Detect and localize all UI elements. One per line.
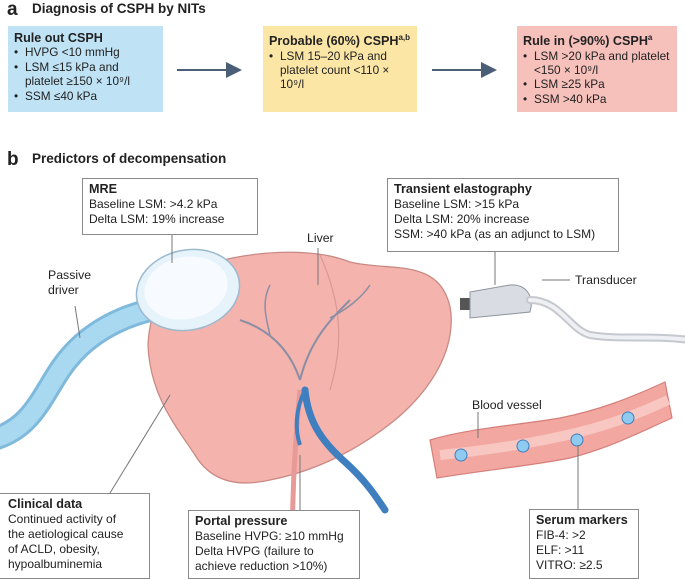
probable-title-sup: a,b	[398, 33, 411, 42]
mre-line: Baseline LSM: >4.2 kPa	[89, 197, 218, 211]
clinical-line: hypoalbuminemia	[8, 557, 103, 571]
mre-box: MRE Baseline LSM: >4.2 kPa Delta LSM: 19…	[82, 178, 258, 235]
mre-driver-paddle	[135, 248, 241, 332]
rule-in-title-sup: a	[647, 33, 653, 42]
clinical-line: of ACLD, obesity,	[8, 542, 100, 556]
transducer-label: Transducer	[575, 273, 637, 287]
clinical-line: Continued activity of	[8, 512, 117, 526]
passive-driver-label: Passive driver	[48, 268, 92, 297]
probable-bullet: LSM 15–20 kPa and platelet count <110 × …	[269, 49, 411, 92]
rule-out-title: Rule out CSPH	[14, 31, 103, 45]
portal-line: Delta HVPG (failure to	[195, 544, 314, 558]
serum-line: VITRO: ≥2.5	[536, 558, 603, 572]
leader-clinical	[109, 394, 171, 494]
serum-title: Serum markers	[536, 513, 628, 527]
te-line: SSM: >40 kPa (as an adjunct to LSM)	[394, 227, 596, 241]
serum-line: FIB-4: >2	[536, 528, 586, 542]
transient-elastography-box: Transient elastography Baseline LSM: >15…	[387, 178, 619, 252]
blood-vessel-illustration	[429, 381, 673, 479]
te-line: Delta LSM: 20% increase	[394, 212, 530, 226]
rule-out-box: Rule out CSPH HVPG <10 mmHg LSM ≤15 kPa …	[8, 26, 163, 112]
portal-line: achieve reduction >10%)	[195, 559, 328, 573]
rule-in-bullet: LSM >20 kPa and platelet <150 × 10⁹/l	[523, 49, 671, 78]
mre-line: Delta LSM: 19% increase	[89, 212, 225, 226]
clinical-line: the aetiological cause	[8, 527, 124, 541]
rule-out-bullet: SSM ≤40 kPa	[14, 89, 157, 104]
rule-in-bullet: SSM >40 kPa	[523, 92, 671, 107]
portal-line: Baseline HVPG: ≥10 mmHg	[195, 529, 344, 543]
rule-in-bullet: LSM ≥25 kPa	[523, 77, 671, 92]
rule-in-title: Rule in (>90%) CSPHa	[523, 33, 653, 49]
blood-vessel-label: Blood vessel	[472, 398, 542, 412]
serum-line: ELF: >11	[536, 543, 585, 557]
rule-in-box: Rule in (>90%) CSPHa LSM >20 kPa and pla…	[517, 26, 677, 112]
portal-vein	[301, 386, 389, 514]
panel-b-title: Predictors of decompensation	[32, 151, 227, 166]
te-title: Transient elastography	[394, 182, 532, 196]
probable-title: Probable (60%) CSPHa,b	[269, 33, 411, 49]
mre-title: MRE	[89, 182, 117, 196]
clinical-title: Clinical data	[8, 497, 83, 511]
rule-out-bullet: LSM ≤15 kPa and platelet ≥150 × 10⁹/l	[14, 60, 157, 89]
serum-markers-box: Serum markers FIB-4: >2 ELF: >11 VITRO: …	[529, 509, 639, 579]
rule-out-bullet: HVPG <10 mmHg	[14, 45, 157, 60]
panel-b-letter: b	[7, 149, 19, 170]
panel-a-letter: a	[7, 0, 18, 20]
portal-title: Portal pressure	[195, 514, 288, 528]
liver-label: Liver	[307, 231, 334, 245]
transducer-probe	[460, 284, 685, 344]
leader-passive-driver	[74, 305, 81, 339]
clinical-data-box: Clinical data Continued activity of the …	[0, 493, 150, 579]
te-line: Baseline LSM: >15 kPa	[394, 197, 520, 211]
panel-a-title: Diagnosis of CSPH by NITs	[32, 1, 206, 16]
portal-pressure-box: Portal pressure Baseline HVPG: ≥10 mmHg …	[188, 510, 360, 579]
probable-box: Probable (60%) CSPHa,b LSM 15–20 kPa and…	[263, 26, 417, 112]
